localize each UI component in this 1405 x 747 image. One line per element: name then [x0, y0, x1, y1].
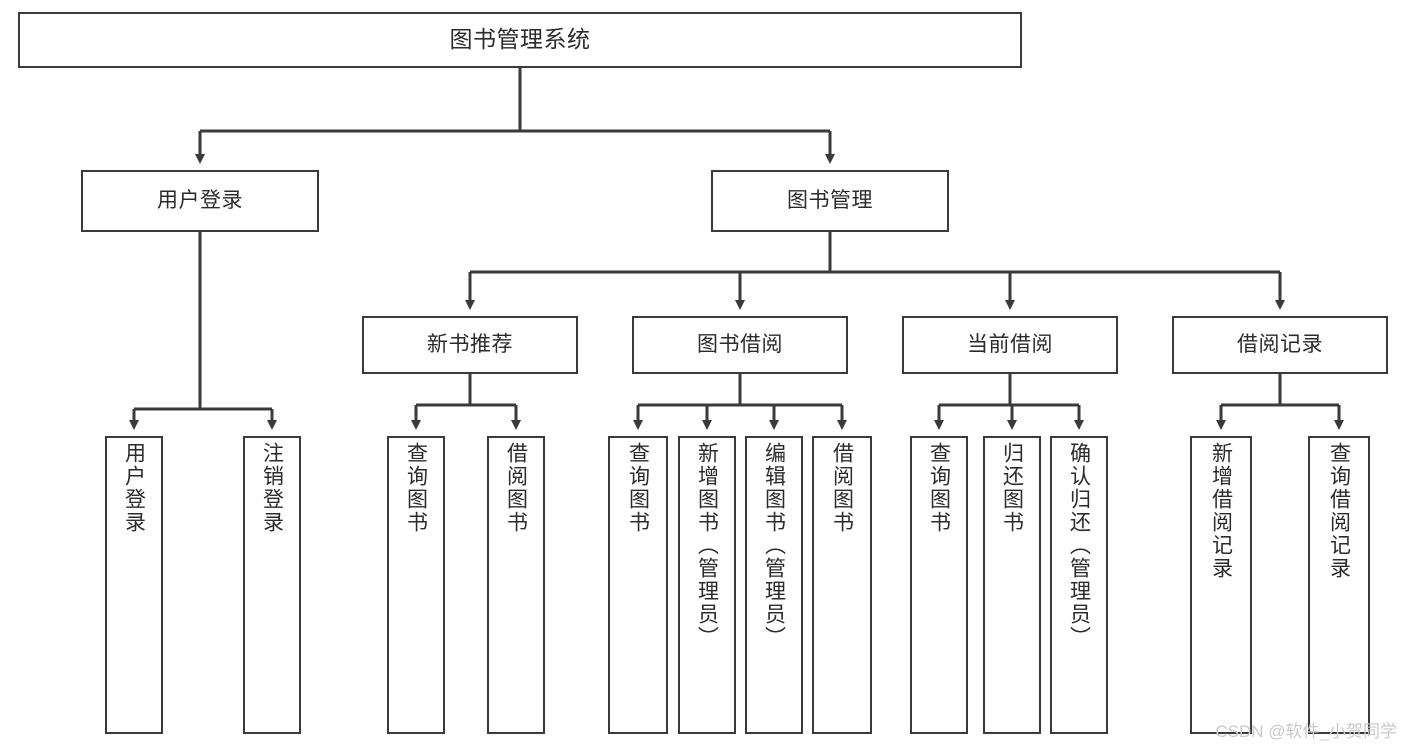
- leaf-borrow-book-rec[interactable]: 借阅图书: [487, 436, 545, 734]
- leaf-query-book-borrow[interactable]: 查询图书: [608, 436, 668, 734]
- leaf-add-book-admin[interactable]: 新增图书（管理员）: [678, 436, 736, 734]
- node-label: 新增借阅记录: [1209, 442, 1233, 580]
- leaf-borrow-book[interactable]: 借阅图书: [812, 436, 872, 734]
- node-current-borrow[interactable]: 当前借阅: [902, 316, 1118, 374]
- node-label: 查询图书: [927, 442, 951, 534]
- node-label: 当前借阅: [967, 332, 1053, 356]
- node-label: 确认归还（管理员）: [1067, 442, 1091, 649]
- leaf-query-book-rec[interactable]: 查询图书: [387, 436, 445, 734]
- node-book-borrow[interactable]: 图书借阅: [632, 316, 848, 374]
- node-label: 新增图书（管理员）: [695, 442, 719, 649]
- leaf-confirm-return-admin[interactable]: 确认归还（管理员）: [1050, 436, 1108, 734]
- node-label: 归还图书: [1000, 442, 1024, 534]
- leaf-logout[interactable]: 注销登录: [243, 436, 301, 734]
- leaf-query-book-current[interactable]: 查询图书: [910, 436, 968, 734]
- node-label: 查询借阅记录: [1327, 442, 1351, 580]
- leaf-add-borrow-record[interactable]: 新增借阅记录: [1190, 436, 1252, 734]
- node-label: 借阅图书: [504, 442, 528, 534]
- node-book-management[interactable]: 图书管理: [711, 170, 949, 232]
- node-label: 查询图书: [404, 442, 428, 534]
- node-label: 注销登录: [260, 442, 284, 534]
- node-label: 图书管理: [787, 188, 873, 212]
- node-label: 新书推荐: [427, 332, 513, 356]
- node-label: 编辑图书（管理员）: [762, 442, 786, 649]
- node-root-system[interactable]: 图书管理系统: [18, 12, 1022, 68]
- node-new-book-recommend[interactable]: 新书推荐: [362, 316, 578, 374]
- node-label: 借阅记录: [1237, 332, 1323, 356]
- leaf-user-login[interactable]: 用户登录: [105, 436, 163, 734]
- node-label: 图书管理系统: [449, 26, 591, 53]
- node-label: 借阅图书: [830, 442, 854, 534]
- node-label: 用户登录: [122, 442, 146, 534]
- leaf-edit-book-admin[interactable]: 编辑图书（管理员）: [745, 436, 803, 734]
- node-label: 图书借阅: [697, 332, 783, 356]
- node-borrow-record[interactable]: 借阅记录: [1172, 316, 1388, 374]
- node-label: 用户登录: [157, 188, 243, 212]
- node-label: 查询图书: [626, 442, 650, 534]
- leaf-query-borrow-record[interactable]: 查询借阅记录: [1308, 436, 1370, 734]
- node-user-login[interactable]: 用户登录: [81, 170, 319, 232]
- leaf-return-book[interactable]: 归还图书: [983, 436, 1041, 734]
